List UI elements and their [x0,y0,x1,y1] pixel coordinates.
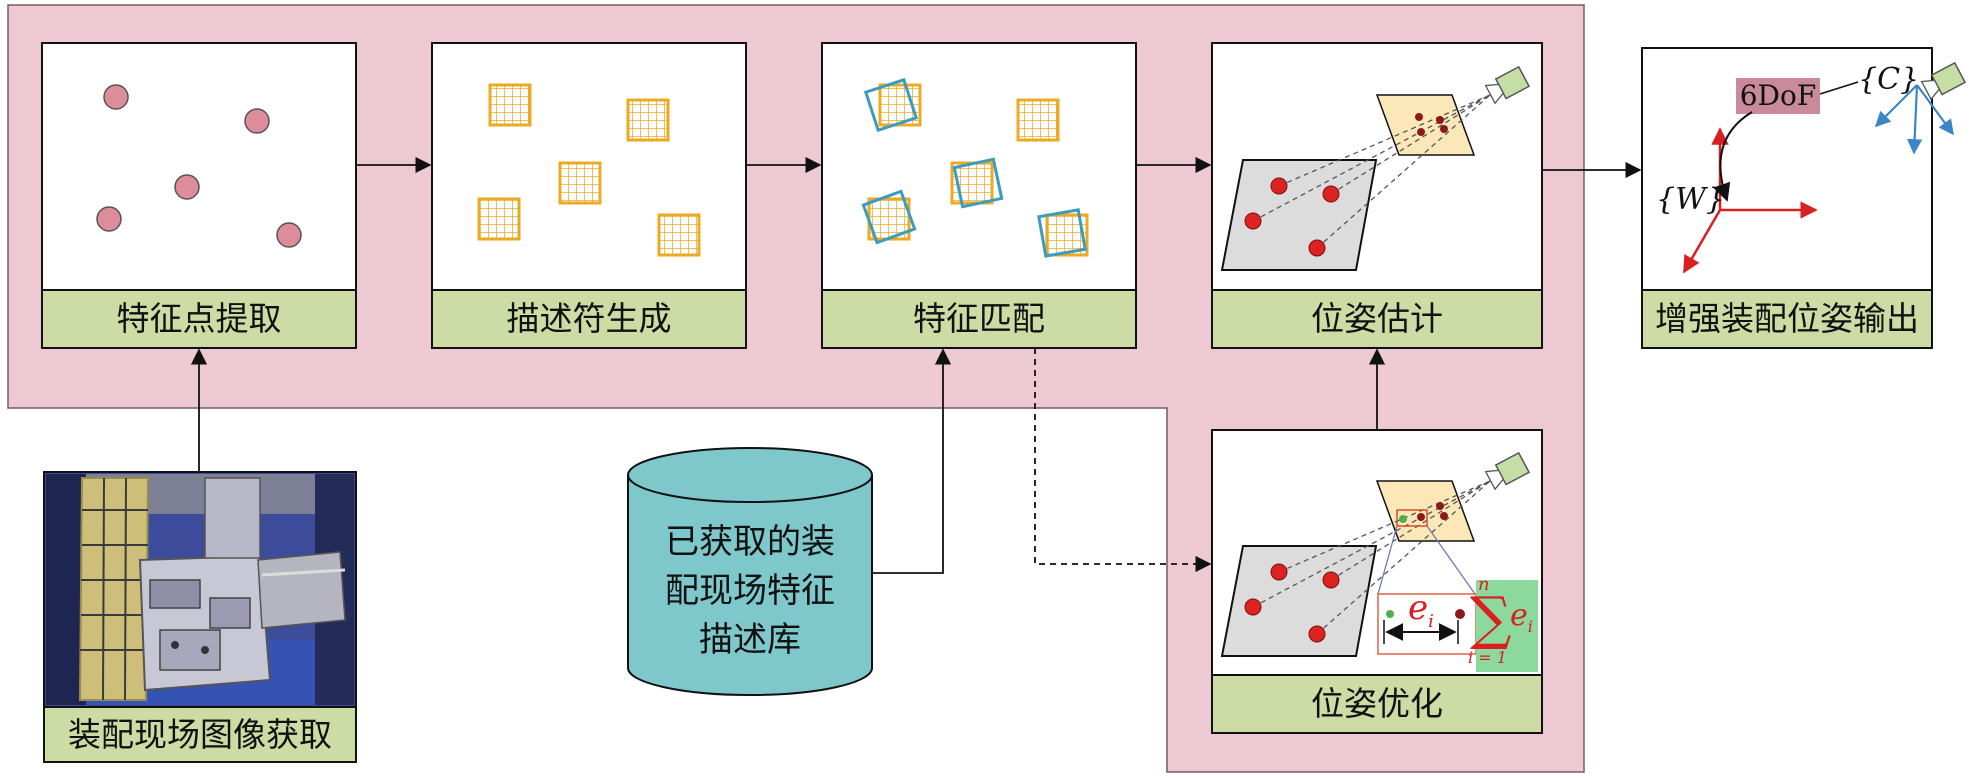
image-point [1270,177,1288,195]
pose-estimation-label: 位姿估计 [1311,299,1443,338]
image-point [1322,571,1340,589]
image-plane [1375,94,1476,156]
pose-optimization-label: 位姿优化 [1311,684,1443,723]
projected-point [1415,113,1423,121]
descriptor-generation-label: 描述符生成 [506,299,672,338]
fixture-frame [78,477,150,701]
projected-point [1386,610,1394,618]
projected-point [1417,513,1425,521]
projected-point [1440,125,1448,133]
image-point [1270,563,1288,581]
image-point [1455,609,1465,619]
camera-axis [1906,84,1923,155]
dof-arrow [1713,111,1753,202]
error-symbol: ei [1408,588,1434,632]
descriptor-grid [657,213,701,257]
caption-bar [43,706,357,763]
feature-matching-panel [821,42,1137,349]
camera-icon [1484,65,1531,105]
image-point [1308,239,1326,257]
camera-icon [1484,451,1531,491]
arrow-database-to-matching [872,348,952,574]
descriptor-grid [558,161,602,205]
image-acquisition-label: 装配现场图像获取 [68,715,332,754]
keypoint [276,222,302,248]
reprojection-highlight [1396,509,1428,527]
object-plane [1220,159,1378,271]
image-point [1244,212,1262,230]
keypoint [174,174,200,200]
pose-optimization-panel [1211,429,1543,734]
sum-upper-limit: n [1478,574,1490,595]
sum-term: ei [1510,598,1533,636]
dof-label: 6DoF [1739,79,1817,112]
descriptor-generation-panel [431,42,747,349]
descriptor-grid [488,83,532,127]
matched-descriptor [1037,208,1089,258]
world-z-axis [1682,209,1722,274]
camera-frame-label: {C} [1858,62,1920,97]
projected-point [1440,512,1448,520]
database-line-3: 描述库 [699,620,801,660]
projected-point [1417,128,1425,136]
camera-axis [1916,84,1954,136]
descriptor-grid [626,98,670,142]
database-line-2: 配现场特征 [665,571,835,611]
image-point [1322,185,1340,203]
matched-descriptor [863,77,922,133]
dof-tag-background [1736,78,1820,114]
ar-pose-output-label: 增强装配位姿输出 [1655,299,1919,338]
ar-pose-output-panel [1641,47,1967,349]
world-frame-label: {W} [1656,182,1726,217]
dashed-arrow-matching-to-optimization [1034,348,1212,573]
database-line-1: 已获取的装 [665,522,835,562]
feature-matching-label: 特征匹配 [913,299,1045,338]
site-photo-panel [43,471,357,763]
projected-point [1436,116,1444,124]
keypoint [96,206,122,232]
matched-descriptor [950,157,1004,209]
image-point [1244,598,1262,616]
camera-axis [1874,84,1918,128]
object-plane [1220,545,1378,657]
descriptor-grid [1016,98,1060,142]
sum-symbol: ∑ [1470,584,1512,652]
keypoint [244,108,270,134]
matched-descriptor [861,189,917,245]
feature-database [627,447,873,696]
connectors [190,156,1642,574]
pipeline-background [7,4,1585,773]
projected-point [1436,502,1444,510]
descriptor-grid [477,197,521,241]
camera-icon [1920,61,1967,101]
sum-lower-limit: i = 1 [1468,648,1507,667]
image-point [1308,625,1326,643]
sum-box [1476,580,1538,672]
feature-extraction-panel [41,42,357,349]
pose-estimation-panel [1211,42,1543,349]
projected-point [1399,515,1407,523]
feature-extraction-label: 特征点提取 [116,299,282,338]
keypoint [103,84,129,110]
